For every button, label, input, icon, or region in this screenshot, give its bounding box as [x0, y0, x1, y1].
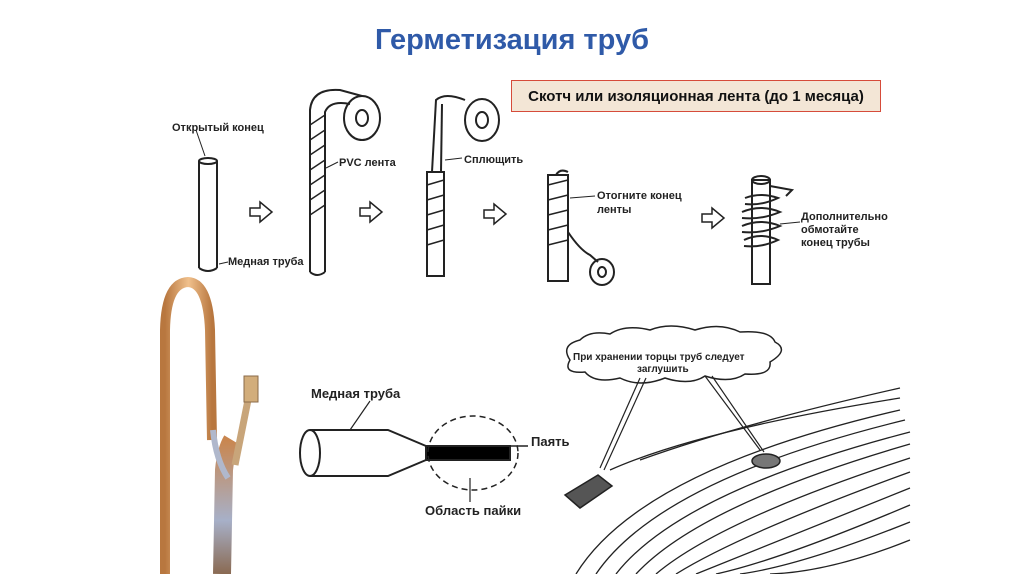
pipe-coil-icon: [576, 388, 910, 574]
pipe-cap-icon: [565, 475, 612, 508]
arrow-icon-1: [250, 202, 272, 222]
fold-end-pipe-icon: [548, 171, 614, 285]
arrow-icon-3: [484, 204, 506, 224]
soldered-pipe-icon: [300, 401, 528, 502]
pvc-tape-pipe-icon: [310, 90, 380, 275]
arrow-icon-4: [702, 208, 724, 228]
extra-wrap-pipe-icon: [742, 176, 800, 284]
flatten-pipe-icon: [427, 96, 499, 276]
copper-pipe-photo: [165, 282, 258, 574]
open-pipe-icon: [196, 130, 228, 271]
cloud-callout: [567, 326, 782, 383]
pipe-plug-icon: [752, 454, 780, 468]
arrow-icon-2: [360, 202, 382, 222]
